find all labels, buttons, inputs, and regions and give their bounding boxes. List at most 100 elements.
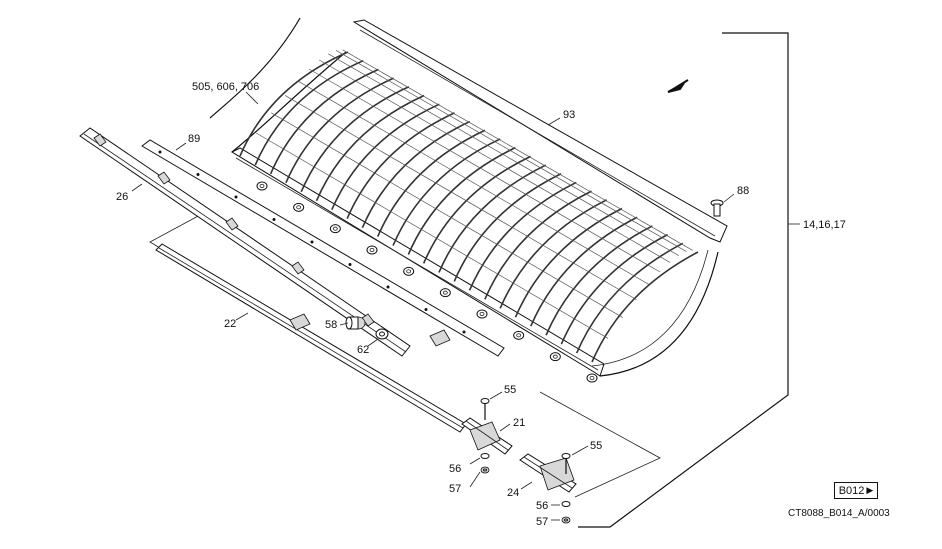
strip-89-hole xyxy=(348,263,352,266)
tube-22 xyxy=(155,243,467,433)
grate-bar xyxy=(346,112,455,220)
grate-wire xyxy=(308,68,661,273)
callout-56-lower: 56 xyxy=(536,500,548,512)
grate-wire xyxy=(271,112,623,318)
grate-bar xyxy=(499,199,608,309)
washer-62 xyxy=(375,328,389,340)
grate-bar xyxy=(530,216,638,327)
grate-bar xyxy=(361,120,471,228)
grate-wire xyxy=(335,50,687,252)
grate-bar xyxy=(453,173,562,282)
grate-lug-hole xyxy=(332,226,338,231)
grate-bar xyxy=(514,207,623,318)
grate-bar xyxy=(438,164,547,273)
reference-badge: B012 ▶ xyxy=(834,482,878,499)
bar-26-tab xyxy=(93,133,107,147)
badge-arrow-icon: ▶ xyxy=(866,485,874,495)
bar-26-tab xyxy=(361,313,375,327)
grate-lug xyxy=(476,309,488,319)
grate-lug-hole xyxy=(589,375,595,380)
bushing-58 xyxy=(345,316,366,330)
callout-62: 62 xyxy=(357,344,369,356)
grate-wire xyxy=(297,80,649,285)
machine-outline-arc xyxy=(209,17,301,119)
grate-bar xyxy=(422,155,531,264)
grate-bar xyxy=(331,103,440,211)
strip-89-hole xyxy=(234,195,238,199)
nut-56-upper xyxy=(480,453,490,459)
callout-89: 89 xyxy=(188,133,200,145)
strip-89-hole xyxy=(424,308,428,311)
concave-grate xyxy=(230,49,719,383)
grate-lug xyxy=(403,266,415,276)
bolt-88 xyxy=(710,199,724,217)
bar-26-tab xyxy=(225,217,239,231)
bracket-24 xyxy=(519,453,577,493)
grate-end-plate-outer xyxy=(599,251,719,377)
grate-lug xyxy=(439,288,451,298)
grate-lug-hole xyxy=(369,247,375,252)
grate-lug xyxy=(586,373,598,383)
callout-93: 93 xyxy=(563,109,575,121)
grate-lug-hole xyxy=(296,205,302,210)
callout-505-606-706: 505, 606, 706 xyxy=(192,81,259,93)
callout-21: 21 xyxy=(513,417,525,429)
grate-lug xyxy=(293,202,305,212)
tube-22-tab xyxy=(429,329,451,347)
grate-bar xyxy=(591,251,699,363)
grate-bar xyxy=(468,181,577,291)
grate-lug xyxy=(513,330,525,340)
grate-wire xyxy=(319,59,671,263)
callout-55-lower: 55 xyxy=(590,440,602,452)
callout-58: 58 xyxy=(325,319,337,331)
tube-22-tab xyxy=(289,313,311,331)
grate-bar xyxy=(545,225,653,336)
grate-end-plate-inner xyxy=(591,249,709,367)
grate-lug-hole xyxy=(406,269,412,274)
grate-wire xyxy=(342,49,693,251)
callout-55-upper: 55 xyxy=(504,384,516,396)
grate-bar xyxy=(285,77,394,184)
grate-wire xyxy=(256,132,609,339)
grate-bar xyxy=(484,190,592,300)
washer-57-lower xyxy=(561,516,571,524)
callout-88: 88 xyxy=(737,185,749,197)
callout-57-upper: 57 xyxy=(449,483,461,495)
callout-56-upper: 56 xyxy=(449,463,461,475)
screw-55-upper xyxy=(480,398,490,420)
grate-bar xyxy=(407,146,516,255)
bar-26 xyxy=(79,127,411,357)
grate-wire xyxy=(284,95,637,300)
callout-24: 24 xyxy=(507,487,519,499)
grate-bar xyxy=(560,233,668,345)
grate-lug xyxy=(329,224,341,234)
callout-22: 22 xyxy=(224,318,236,330)
grate-bar xyxy=(269,68,379,175)
grate-bar xyxy=(392,138,501,246)
badge-label: B012 xyxy=(838,484,865,497)
grate-lug-hole xyxy=(479,311,485,316)
grate-bar xyxy=(300,86,410,193)
strip-89-hole xyxy=(158,150,162,154)
assembly-outline-left xyxy=(149,214,201,249)
figure-code: CT8088_B014_A/0003 xyxy=(788,508,890,519)
grate-lug-hole xyxy=(259,183,265,188)
grate-lug-hole xyxy=(552,354,558,359)
bracket-21 xyxy=(461,417,513,455)
grate-lug xyxy=(366,245,378,255)
grate-left-end xyxy=(231,51,347,153)
grate-wire xyxy=(328,53,679,256)
grate-lug xyxy=(256,181,268,191)
strip-89-hole xyxy=(462,330,466,334)
bar-26-tab xyxy=(157,171,171,185)
cover-plate-edge xyxy=(359,29,716,237)
strip-89-hole xyxy=(272,218,276,221)
grate-lug xyxy=(549,352,561,362)
strip-89-hole xyxy=(386,285,390,289)
direction-arrow-icon xyxy=(667,79,689,93)
washer-57-upper xyxy=(480,466,490,474)
grate-lug-hole xyxy=(516,333,522,338)
strip-89 xyxy=(141,139,505,357)
